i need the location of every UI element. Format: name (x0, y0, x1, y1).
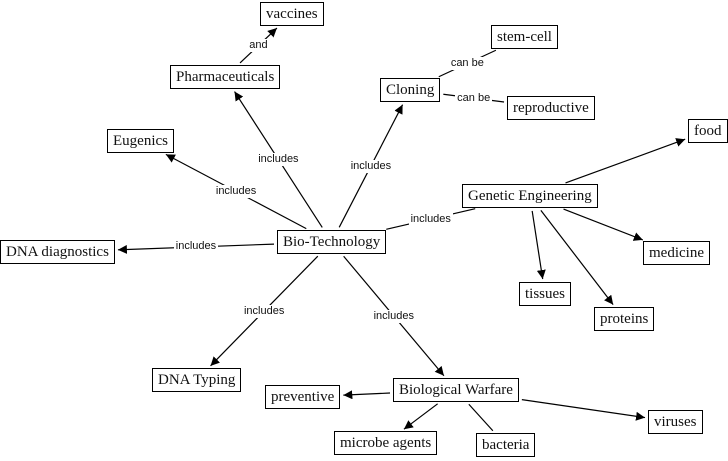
edge-label: includes (256, 153, 301, 166)
edge-label: can be (455, 91, 493, 105)
edge-label: includes (348, 159, 394, 173)
node-vaccines[interactable]: vaccines (260, 2, 324, 26)
node-cloning[interactable]: Cloning (380, 78, 441, 102)
node-genetic-engineering[interactable]: Genetic Engineering (462, 184, 598, 208)
edge-label: includes (213, 185, 259, 198)
edge-biowar-to-microbe (403, 403, 438, 430)
node-proteins[interactable]: proteins (594, 307, 655, 331)
node-dna-typing[interactable]: DNA Typing (152, 368, 242, 392)
node-bacteria[interactable]: bacteria (476, 433, 536, 457)
edge-biowar-to-bacteria (468, 403, 494, 432)
node-pharmaceuticals[interactable]: Pharmaceuticals (170, 65, 281, 89)
edge-geneng-to-proteins (540, 210, 614, 305)
edge-label: can be (448, 57, 486, 70)
edge-geneng-to-food (565, 138, 686, 184)
edge-geneng-to-tissues (531, 210, 546, 280)
node-eugenics[interactable]: Eugenics (107, 129, 174, 153)
node-biological-warfare[interactable]: Biological Warfare (393, 378, 519, 402)
edge-label: includes (408, 212, 453, 226)
edge-biowar-to-preventive (343, 390, 391, 400)
node-tissues[interactable]: tissues (519, 282, 572, 306)
node-stem-cell[interactable]: stem-cell (491, 25, 558, 49)
node-viruses[interactable]: viruses (648, 410, 703, 434)
node-biotech[interactable]: Bio-Technology (277, 230, 387, 254)
node-microbe-agents[interactable]: microbe agents (334, 431, 438, 455)
edge-label: includes (371, 309, 416, 323)
node-food[interactable]: food (688, 119, 728, 143)
node-preventive[interactable]: preventive (265, 385, 341, 409)
edge-label: includes (173, 240, 219, 254)
node-dna-diagnostics[interactable]: DNA diagnostics (0, 240, 115, 264)
node-reproductive[interactable]: reproductive (507, 96, 595, 120)
node-medicine[interactable]: medicine (643, 241, 710, 265)
edge-geneng-to-medicine (563, 208, 644, 241)
edge-label: includes (241, 304, 287, 318)
edge-biowar-to-viruses (521, 399, 646, 421)
edge-label: and (247, 39, 270, 52)
